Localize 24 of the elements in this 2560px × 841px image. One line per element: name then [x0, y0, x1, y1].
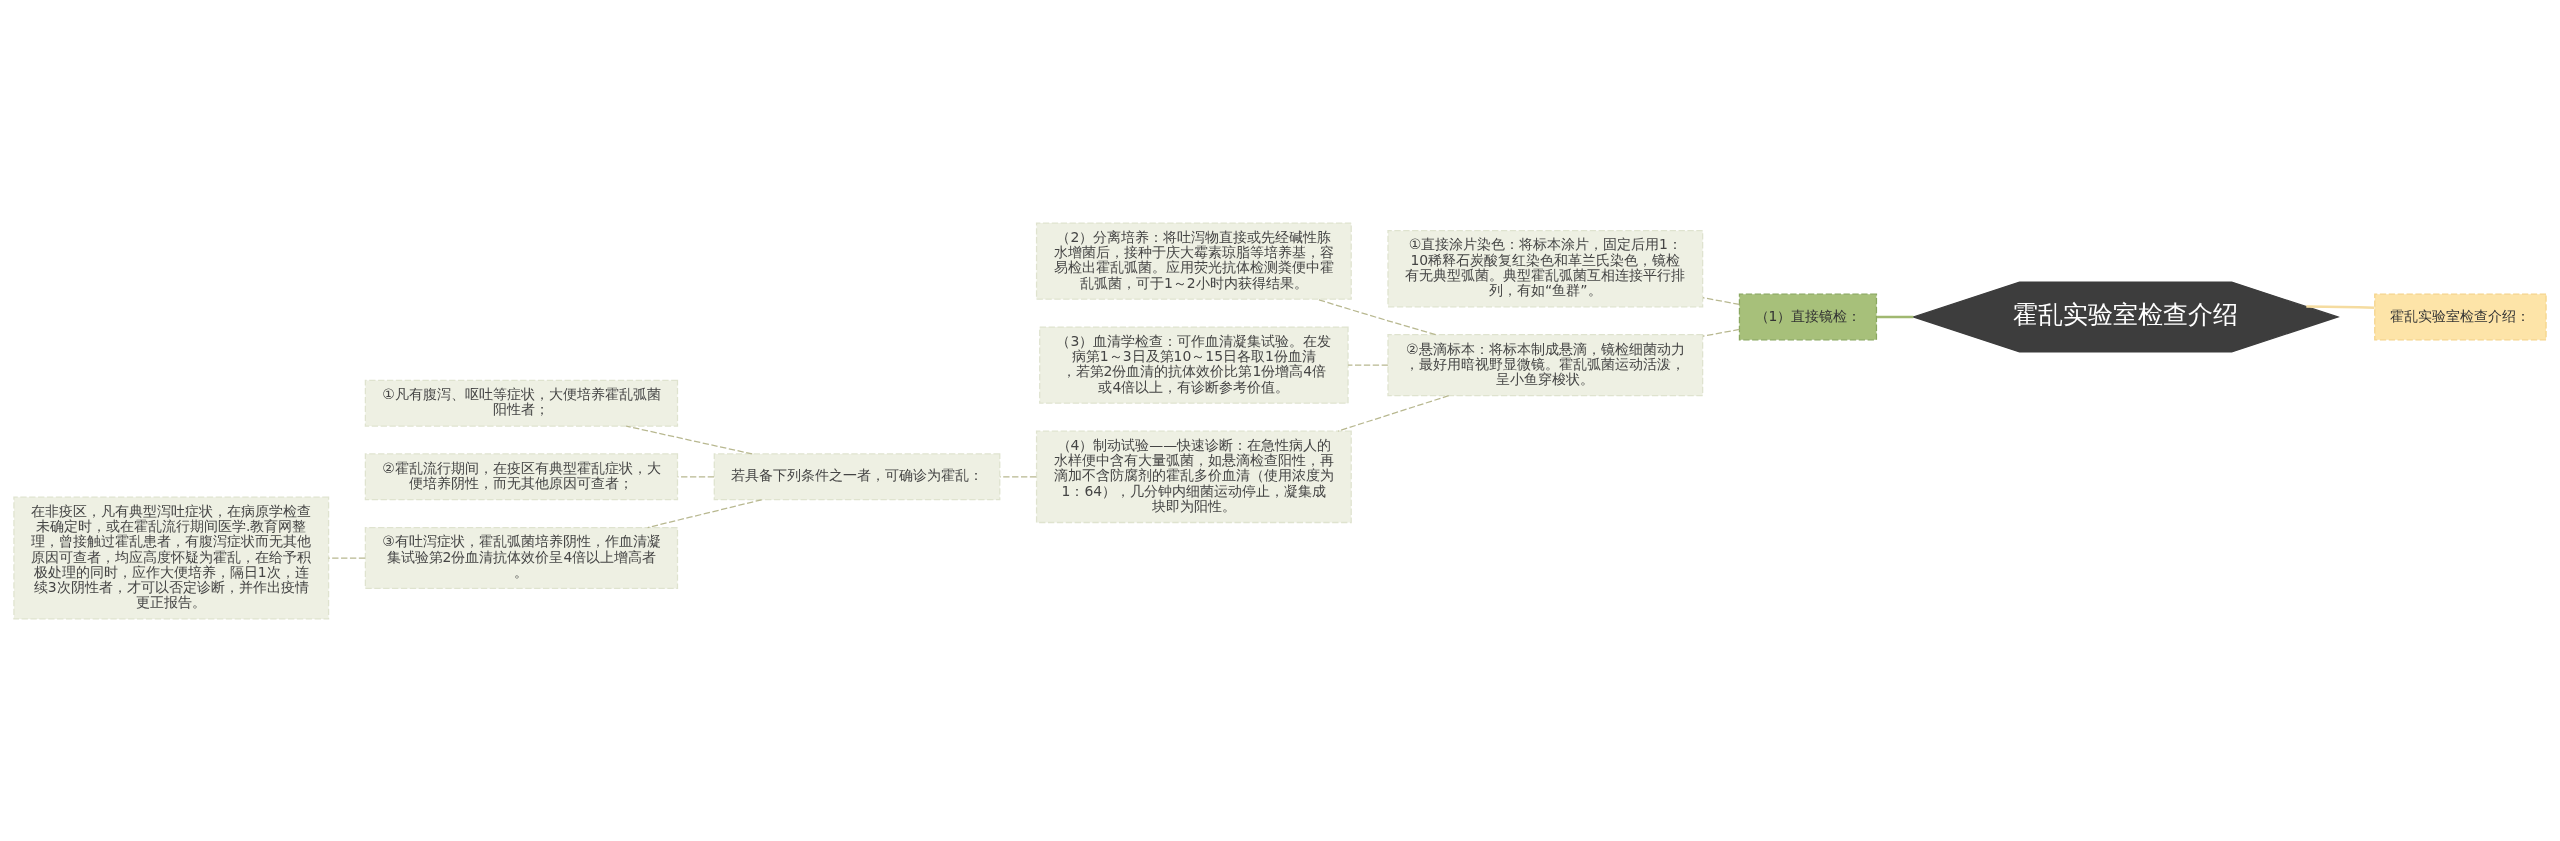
node-box: 在非疫区，凡有典型泻吐症状，在病原学检查未确定时，或在霍乱流行期间医学.教育网整理，曾接触过霍乱患者，有腹泻症状而无其他原因可查者，均应高度怀疑为霍乱，在给予积极处理的同时，应作大便培养，隔日1次，连续3次阴性者，才可以否定诊断，并作出疫情更正报告。 — [13, 496, 330, 620]
connector — [625, 424, 753, 455]
connector — [2306, 304, 2375, 309]
connector — [1702, 296, 1740, 305]
connector — [677, 475, 715, 477]
node-box: ①凡有腹泻、呕吐等症状，大便培养霍乱弧菌阳性者； — [364, 379, 679, 427]
node-box: 若具备下列条件之一者，可确诊为霍乱： — [713, 452, 1001, 500]
node-box: ①直接涂片染色：将标本涂片，固定后用1：10稀释石炭酸复红染色和革兰氏染色，镜检有无典型弧菌。典型霍乱弧菌互相连接平行排列，有如“鱼群”。 — [1387, 229, 1704, 307]
node-box: 霍乱实验室检查介绍： — [2374, 293, 2547, 340]
node-box: （4）制动试验——快速诊断：在急性病人的水样便中含有大量弧菌，如悬滴检查阳性，再滴加不含防腐剂的霍乱多价血清（使用浓度为1：64），几分钟内细菌运动停止，凝集成块即为阳性。 — [1035, 430, 1352, 523]
connector — [647, 498, 763, 528]
connector — [1337, 394, 1450, 432]
node-box: ②悬滴标本：将标本制成悬滴，镜检细菌动力，最好用暗视野显微镜。霍乱弧菌运动活泼，呈小鱼穿梭状。 — [1387, 333, 1704, 396]
connector — [999, 475, 1037, 477]
connector — [1316, 298, 1437, 335]
connector — [1876, 315, 1914, 318]
node-box: ③有吐泻症状，霍乱弧菌培养阴性，作血清凝集试验第2份血清抗体效价呈4倍以上增高者。 — [364, 526, 679, 589]
node-box: （2）分离培养：将吐泻物直接或先经碱性胨水增菌后，接种于庆大霉素琼脂等培养基，容易检出霍乱弧菌。应用荧光抗体检测粪便中霍乱弧菌，可于1～2小时内获得结果。 — [1035, 221, 1352, 300]
connector — [1347, 364, 1389, 366]
connector — [328, 556, 366, 559]
node-box: （1）直接镜检： — [1738, 293, 1878, 340]
node-box: ②霍乱流行期间，在疫区有典型霍乱症状，大便培养阴性，而无其他原因可查者； — [364, 452, 679, 500]
node-box: （3）血清学检查：可作血清凝集试验。在发病第1～3日及第10～15日各取1份血清，若第2份血清的抗体效价比第1份增高4倍或4倍以上，有诊断参考价值。 — [1039, 325, 1349, 404]
connector — [1702, 328, 1740, 337]
